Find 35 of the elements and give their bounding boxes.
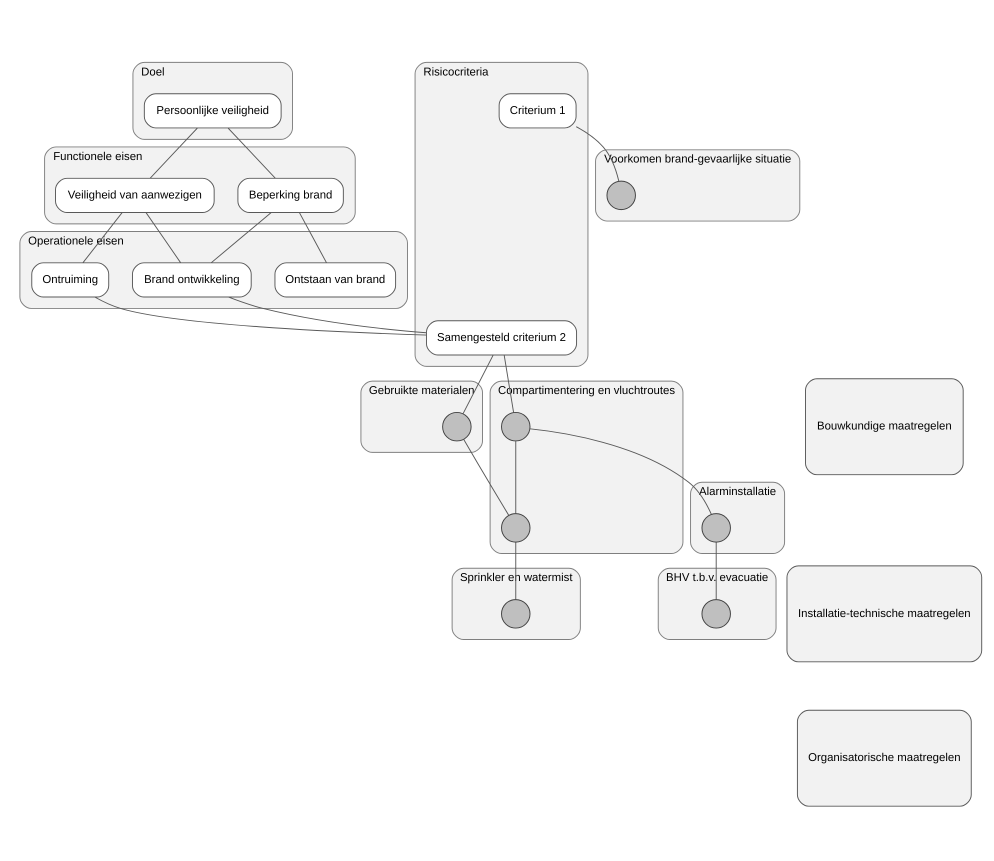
node-circle (501, 412, 530, 442)
connector (576, 126, 620, 182)
node-box: Ontstaan van brand (274, 262, 396, 298)
node-box: Organisatorische maatregelen (796, 710, 972, 807)
node-circle (606, 180, 636, 210)
connector (462, 354, 494, 414)
connector (515, 440, 516, 514)
cluster: Gebruikte materialen (360, 380, 483, 453)
connector (150, 128, 198, 179)
connector (298, 212, 327, 264)
node-circle (442, 412, 472, 442)
node-circle (701, 599, 731, 629)
node-box: Samengesteld criterium 2 (426, 320, 578, 356)
node-box: Bouwkundige maatregelen (805, 378, 964, 476)
cluster: Alarminstallatie (690, 482, 786, 554)
node-box: Brand ontwikkeling (132, 262, 252, 298)
node-box: Criterium 1 (498, 93, 577, 128)
node-box: Beperking brand (237, 178, 344, 213)
node-box: Veiligheid van aanwezigen (55, 178, 215, 213)
connector (82, 212, 123, 264)
connector (504, 354, 514, 414)
connector (716, 542, 717, 600)
node-circle (501, 513, 530, 543)
connector (530, 428, 712, 515)
node-box: Installatie-technische maatregelen (786, 565, 982, 662)
connector (228, 128, 276, 179)
connector (146, 212, 182, 264)
node-box: Ontruiming (31, 262, 110, 298)
node-circle (701, 513, 731, 543)
cluster: BHV t.b.v. evacuatie (658, 568, 777, 640)
node-circle (501, 599, 530, 629)
node-box: Persoonlijke veiligheid (144, 93, 282, 128)
connector (515, 542, 516, 600)
connector (463, 438, 510, 516)
connector (210, 212, 272, 264)
